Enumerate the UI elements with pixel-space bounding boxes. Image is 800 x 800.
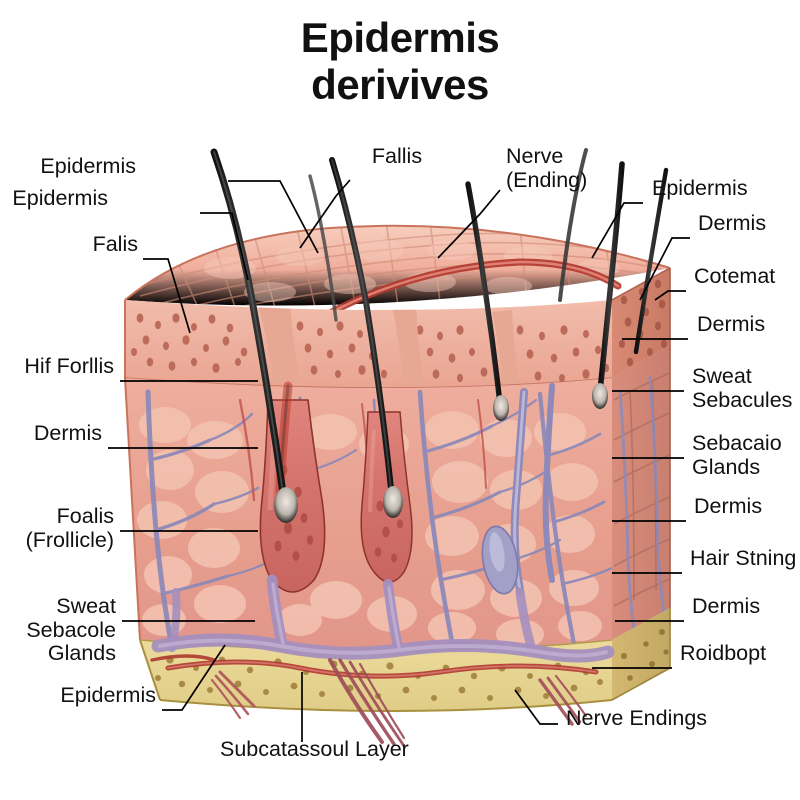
dermis-layer-right-face [612,345,671,640]
label-dermis-right-1[interactable]: Dermis [698,211,767,235]
label-fallis-top[interactable]: Fallis [371,144,423,168]
nerve-endings-bundle [210,658,588,748]
surface-artery [296,258,622,334]
dermis-layer-front [124,377,612,651]
label-epidermis-top-left-1[interactable]: Epidermis [40,154,136,178]
deep-vascular-plexus [150,574,615,679]
label-dermis-right-3[interactable]: Dermis [694,494,763,518]
label-epidermis-bottom-left[interactable]: Epidermis [60,683,156,707]
leader-lines [108,179,690,742]
label-subcatassoul-layer[interactable]: Subcatassoul Layer [220,737,409,761]
label-sweat-sebacole-glands-left[interactable]: Sweat Sebacole Glands [26,594,116,666]
label-epidermis-top-right[interactable]: Epidermis [652,176,748,200]
label-dermis-left[interactable]: Dermis [33,421,102,445]
page-title: Epidermis derivives [0,14,800,108]
leader-epidermis-top-right [591,202,643,259]
leader-fallis-top [299,179,351,249]
label-dermis-right-4[interactable]: Dermis [692,594,761,618]
label-roidbopt-right[interactable]: Roidbopt [680,641,767,665]
label-sweat-sebacules-right[interactable]: Sweat Sebacules [692,364,793,412]
label-epidermis-top-left-2[interactable]: Epidermis [12,186,108,210]
leader-nerve-endings-bottom [514,689,558,725]
label-nerve-ending-top[interactable]: Nerve (Ending) [506,144,588,192]
label-falis-left[interactable]: Falis [92,232,138,256]
sweat-gland-duct [481,383,555,595]
leader-epidermis-top-left-1 [228,180,319,254]
leader-falis-left [143,258,191,334]
label-hif-forllis-left[interactable]: Hif Forllis [24,354,114,378]
label-foalis-frollicle-left[interactable]: Foalis (Frollicle) [25,504,114,552]
label-hair-stning-right[interactable]: Hair Stning [690,546,797,570]
leader-nerve-ending-top [437,189,501,259]
title-line-2: derivives [311,61,489,109]
label-nerve-endings-bottom[interactable]: Nerve Endings [566,706,708,730]
leader-epidermis-bottom-left [162,644,226,711]
title-line-1: Epidermis [300,14,500,61]
leader-epidermis-top-left-2 [200,212,249,281]
hair-shafts [210,148,669,523]
label-cotemat-right[interactable]: Cotemat [694,264,776,288]
label-sebacaio-glands-right[interactable]: Sebacaio Glands [692,431,782,479]
leader-dermis-right-1 [639,237,690,301]
leader-cotemat-right [654,290,686,301]
label-dermis-right-2[interactable]: Dermis [697,312,766,336]
